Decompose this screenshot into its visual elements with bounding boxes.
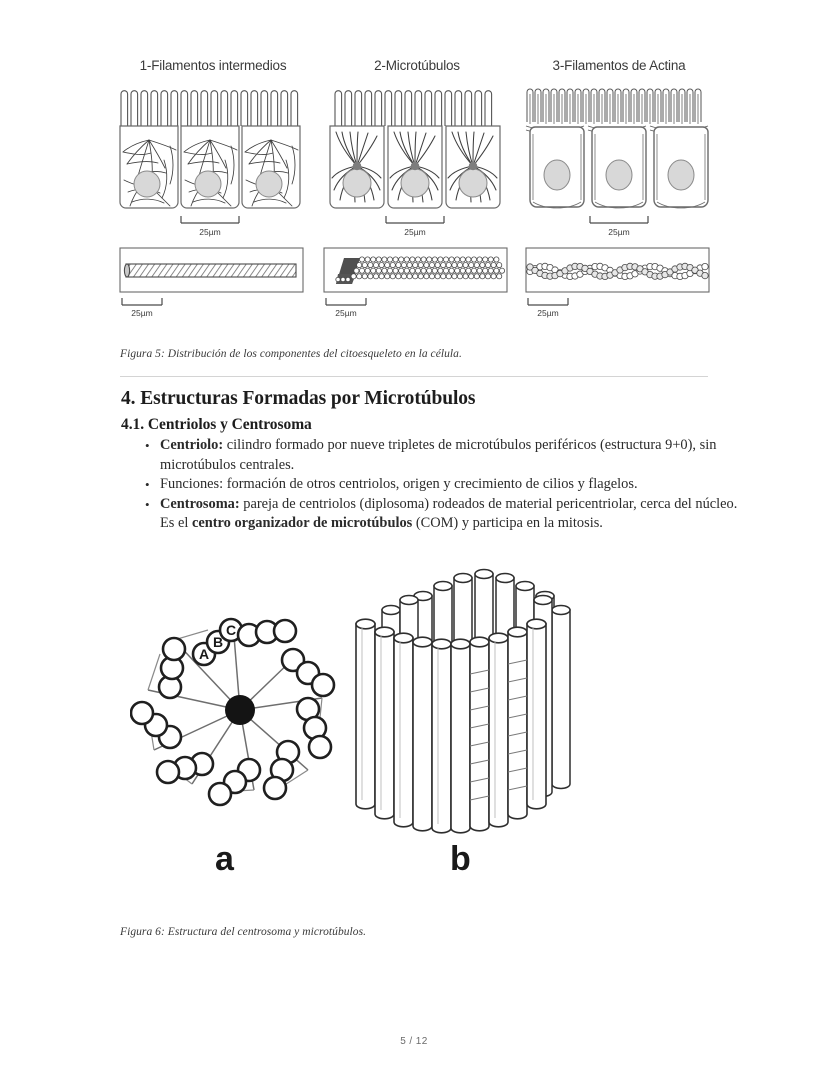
list-item-text: cilindro formado por nueve tripletes de … [160,437,717,473]
svg-text:25µm: 25µm [608,227,629,237]
triplet-label-a: A [199,646,209,662]
subsection-heading: 4.1. Centriolos y Centrosoma [121,416,312,433]
list-item-text: pareja de centriolos (diplosoma) rodeado… [160,495,738,532]
list-item: Centriolo: cilindro formado por nueve tr… [145,436,740,475]
list-item: Funciones: formación de otros centriolos… [145,475,740,495]
figure6-label-b: b [450,840,471,878]
figure-6-caption: Figura 6: Estructura del centrosoma y mi… [120,926,367,938]
list-item-lead: Centriolo: [160,437,224,453]
figure5-panel-title: 2-Microtúbulos [374,58,460,73]
centriole-hub [225,695,255,725]
figure6-panel-a-cross-section: A B C [129,592,350,822]
svg-text:25µm: 25µm [199,227,220,237]
figure5-panel-microtubules: 2-Microtúbulos [322,58,512,320]
list-item-text: Funciones: formación de otros centriolos… [160,476,638,493]
figure5-panel-title: 3-Filamentos de Actina [552,58,686,73]
figure6-label-a: a [215,840,234,878]
figure5-panel-intermediate-filaments: 1-Filamentos intermedios [118,58,308,320]
figure5-cells-microtubules: 25µm [322,80,512,240]
figure5-panel-title: 1-Filamentos intermedios [139,58,287,73]
figure5-panel-actin-filaments: 3-Filamentos de Actina [524,58,714,320]
figure5-closeup-actin: 25µm [524,246,714,318]
figure5-cells-intermediate: 25µm [118,80,308,240]
list-item-emphasis: centro organizador de microtúbulos [191,515,413,532]
figure-5-caption: Figura 5: Distribución de los componente… [120,348,462,360]
figure-5: 1-Filamentos intermedios [118,58,716,320]
svg-text:25µm: 25µm [537,308,558,318]
triplet-label-b: B [213,634,223,650]
page-number: 5 / 12 [400,1036,428,1047]
bullet-list: Centriolo: cilindro formado por nueve tr… [138,436,740,534]
figure5-closeup-microtubule: 25µm [322,246,512,318]
figure-6: A B C [120,552,710,902]
section-heading: 4. Estructuras Formadas por Microtúbulos [121,388,476,409]
figure6-panel-b-barrel [342,552,582,842]
svg-text:25µm: 25µm [131,308,152,318]
figure5-closeup-intermediate: 25µm [118,246,308,318]
figure5-cells-actin: 25µm [524,80,714,240]
svg-text:25µm: 25µm [404,227,425,237]
section-divider [120,376,708,377]
svg-text:25µm: 25µm [335,308,356,318]
list-item-tail: (COM) y participa en la mitosis. [412,515,603,532]
triplet-label-c: C [226,622,236,638]
list-item-lead: Centrosoma: [160,495,240,512]
list-item: Centrosoma: pareja de centriolos (diplos… [145,495,740,534]
